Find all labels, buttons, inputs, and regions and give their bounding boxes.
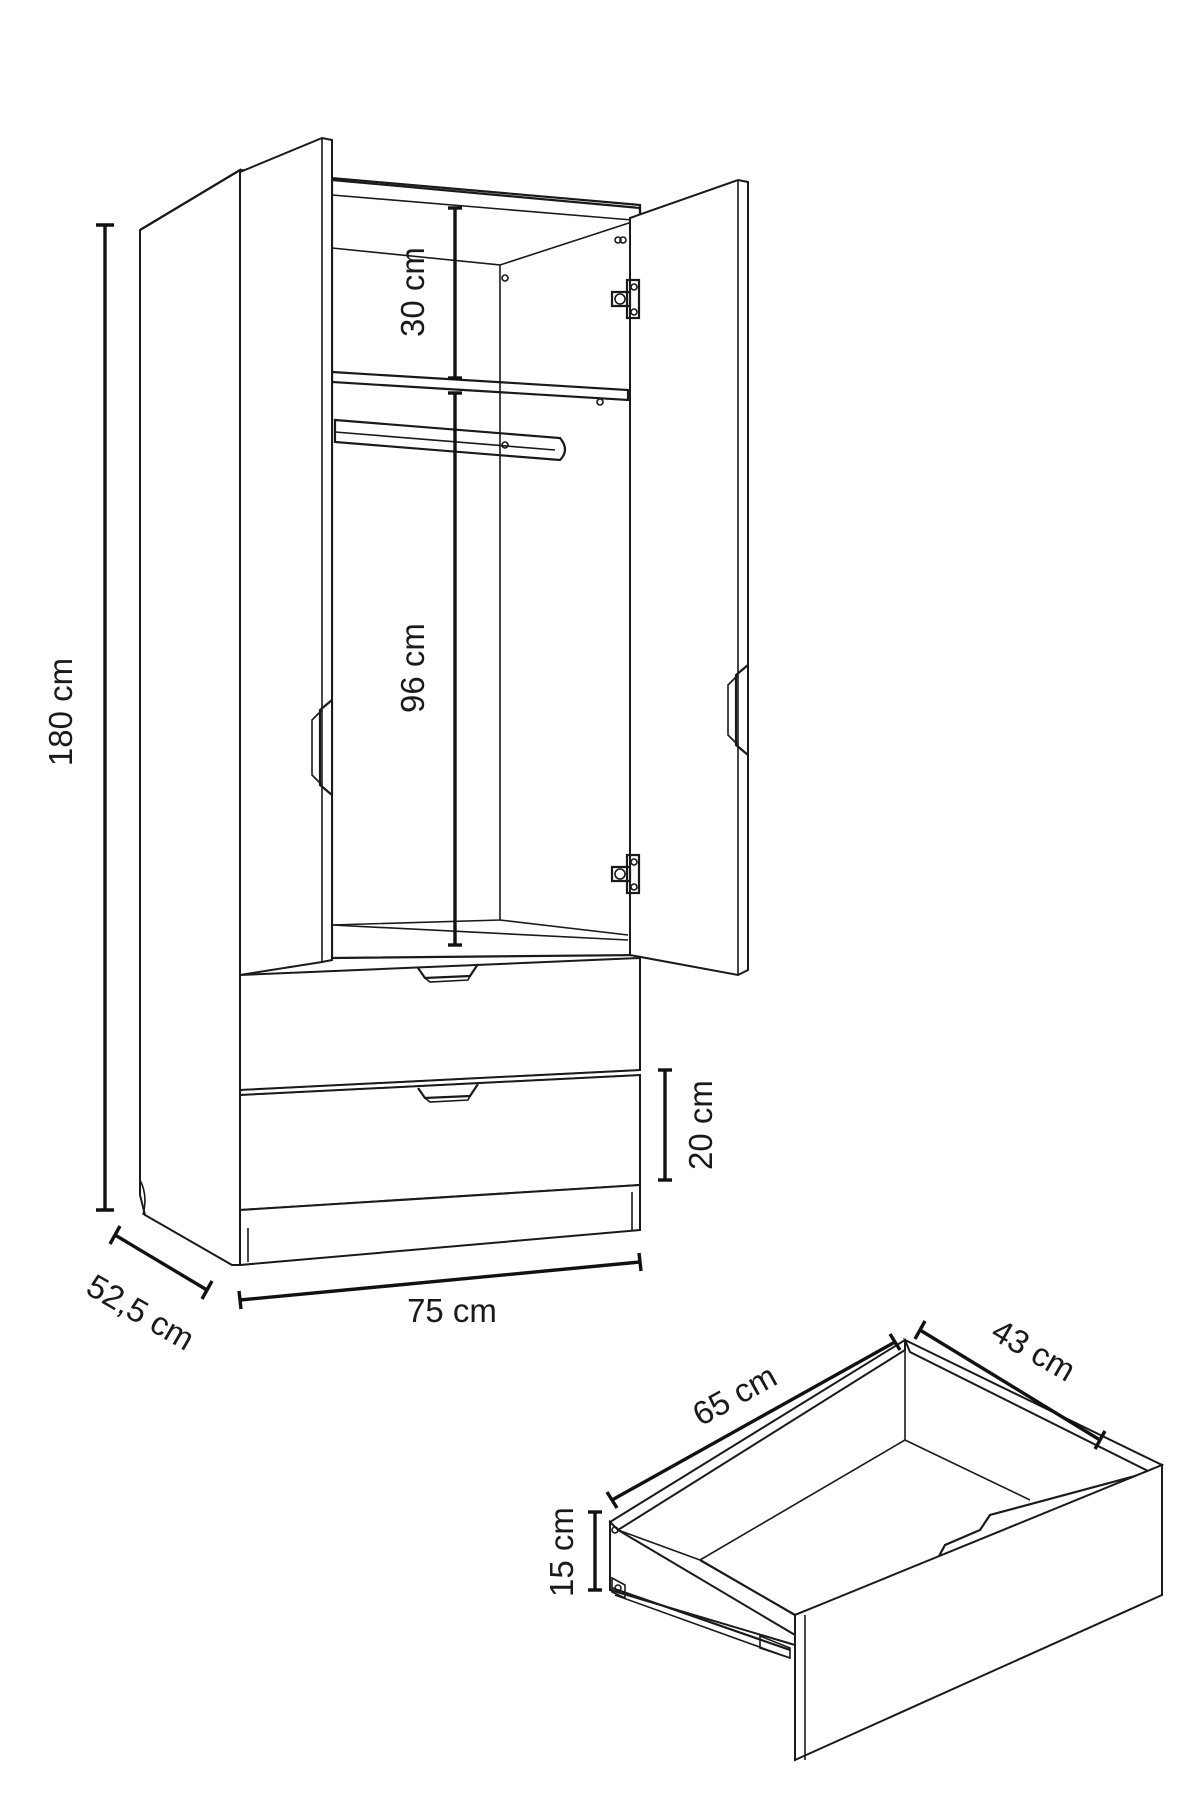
wardrobe-drawers <box>239 956 641 1267</box>
label-top-shelf-gap: 30 cm <box>394 247 431 337</box>
label-width: 75 cm <box>407 1292 497 1329</box>
left-door <box>239 136 333 977</box>
right-door-handle <box>734 664 749 756</box>
drawer-handle-top <box>417 963 479 980</box>
hinge-bottom <box>610 853 641 895</box>
dimension-width: 75 cm <box>237 1252 643 1329</box>
dimension-top-shelf-gap: 30 cm <box>394 206 462 380</box>
wardrobe-interior <box>330 178 642 960</box>
dimension-drawer-length: 65 cm <box>605 1333 902 1509</box>
label-depth: 52,5 cm <box>81 1267 201 1358</box>
left-door-handle <box>318 699 333 796</box>
dimension-drawer-front: 20 cm <box>658 1068 719 1182</box>
label-drawer-front: 20 cm <box>682 1080 719 1170</box>
dimension-height: 180 cm <box>42 223 114 1212</box>
hinge-top <box>610 278 641 320</box>
drawer-front-panel <box>794 1463 1163 1762</box>
dimension-hanging-space: 96 cm <box>394 391 462 947</box>
drawer <box>608 1337 1165 1762</box>
right-door <box>610 178 749 977</box>
label-height: 180 cm <box>42 658 79 766</box>
drawer-handle-bottom <box>417 1083 479 1100</box>
label-hanging-space: 96 cm <box>394 623 431 713</box>
wardrobe-plinth <box>239 1183 641 1267</box>
wardrobe-side-panel <box>139 168 241 1266</box>
label-drawer-length: 65 cm <box>686 1357 783 1433</box>
hanging-rail <box>333 418 567 462</box>
dimension-drawer-height: 15 cm <box>543 1507 602 1597</box>
label-drawer-height: 15 cm <box>543 1507 580 1597</box>
wardrobe <box>139 136 749 1267</box>
wardrobe-shelf <box>330 370 630 402</box>
dimension-depth: 52,5 cm <box>81 1225 214 1358</box>
